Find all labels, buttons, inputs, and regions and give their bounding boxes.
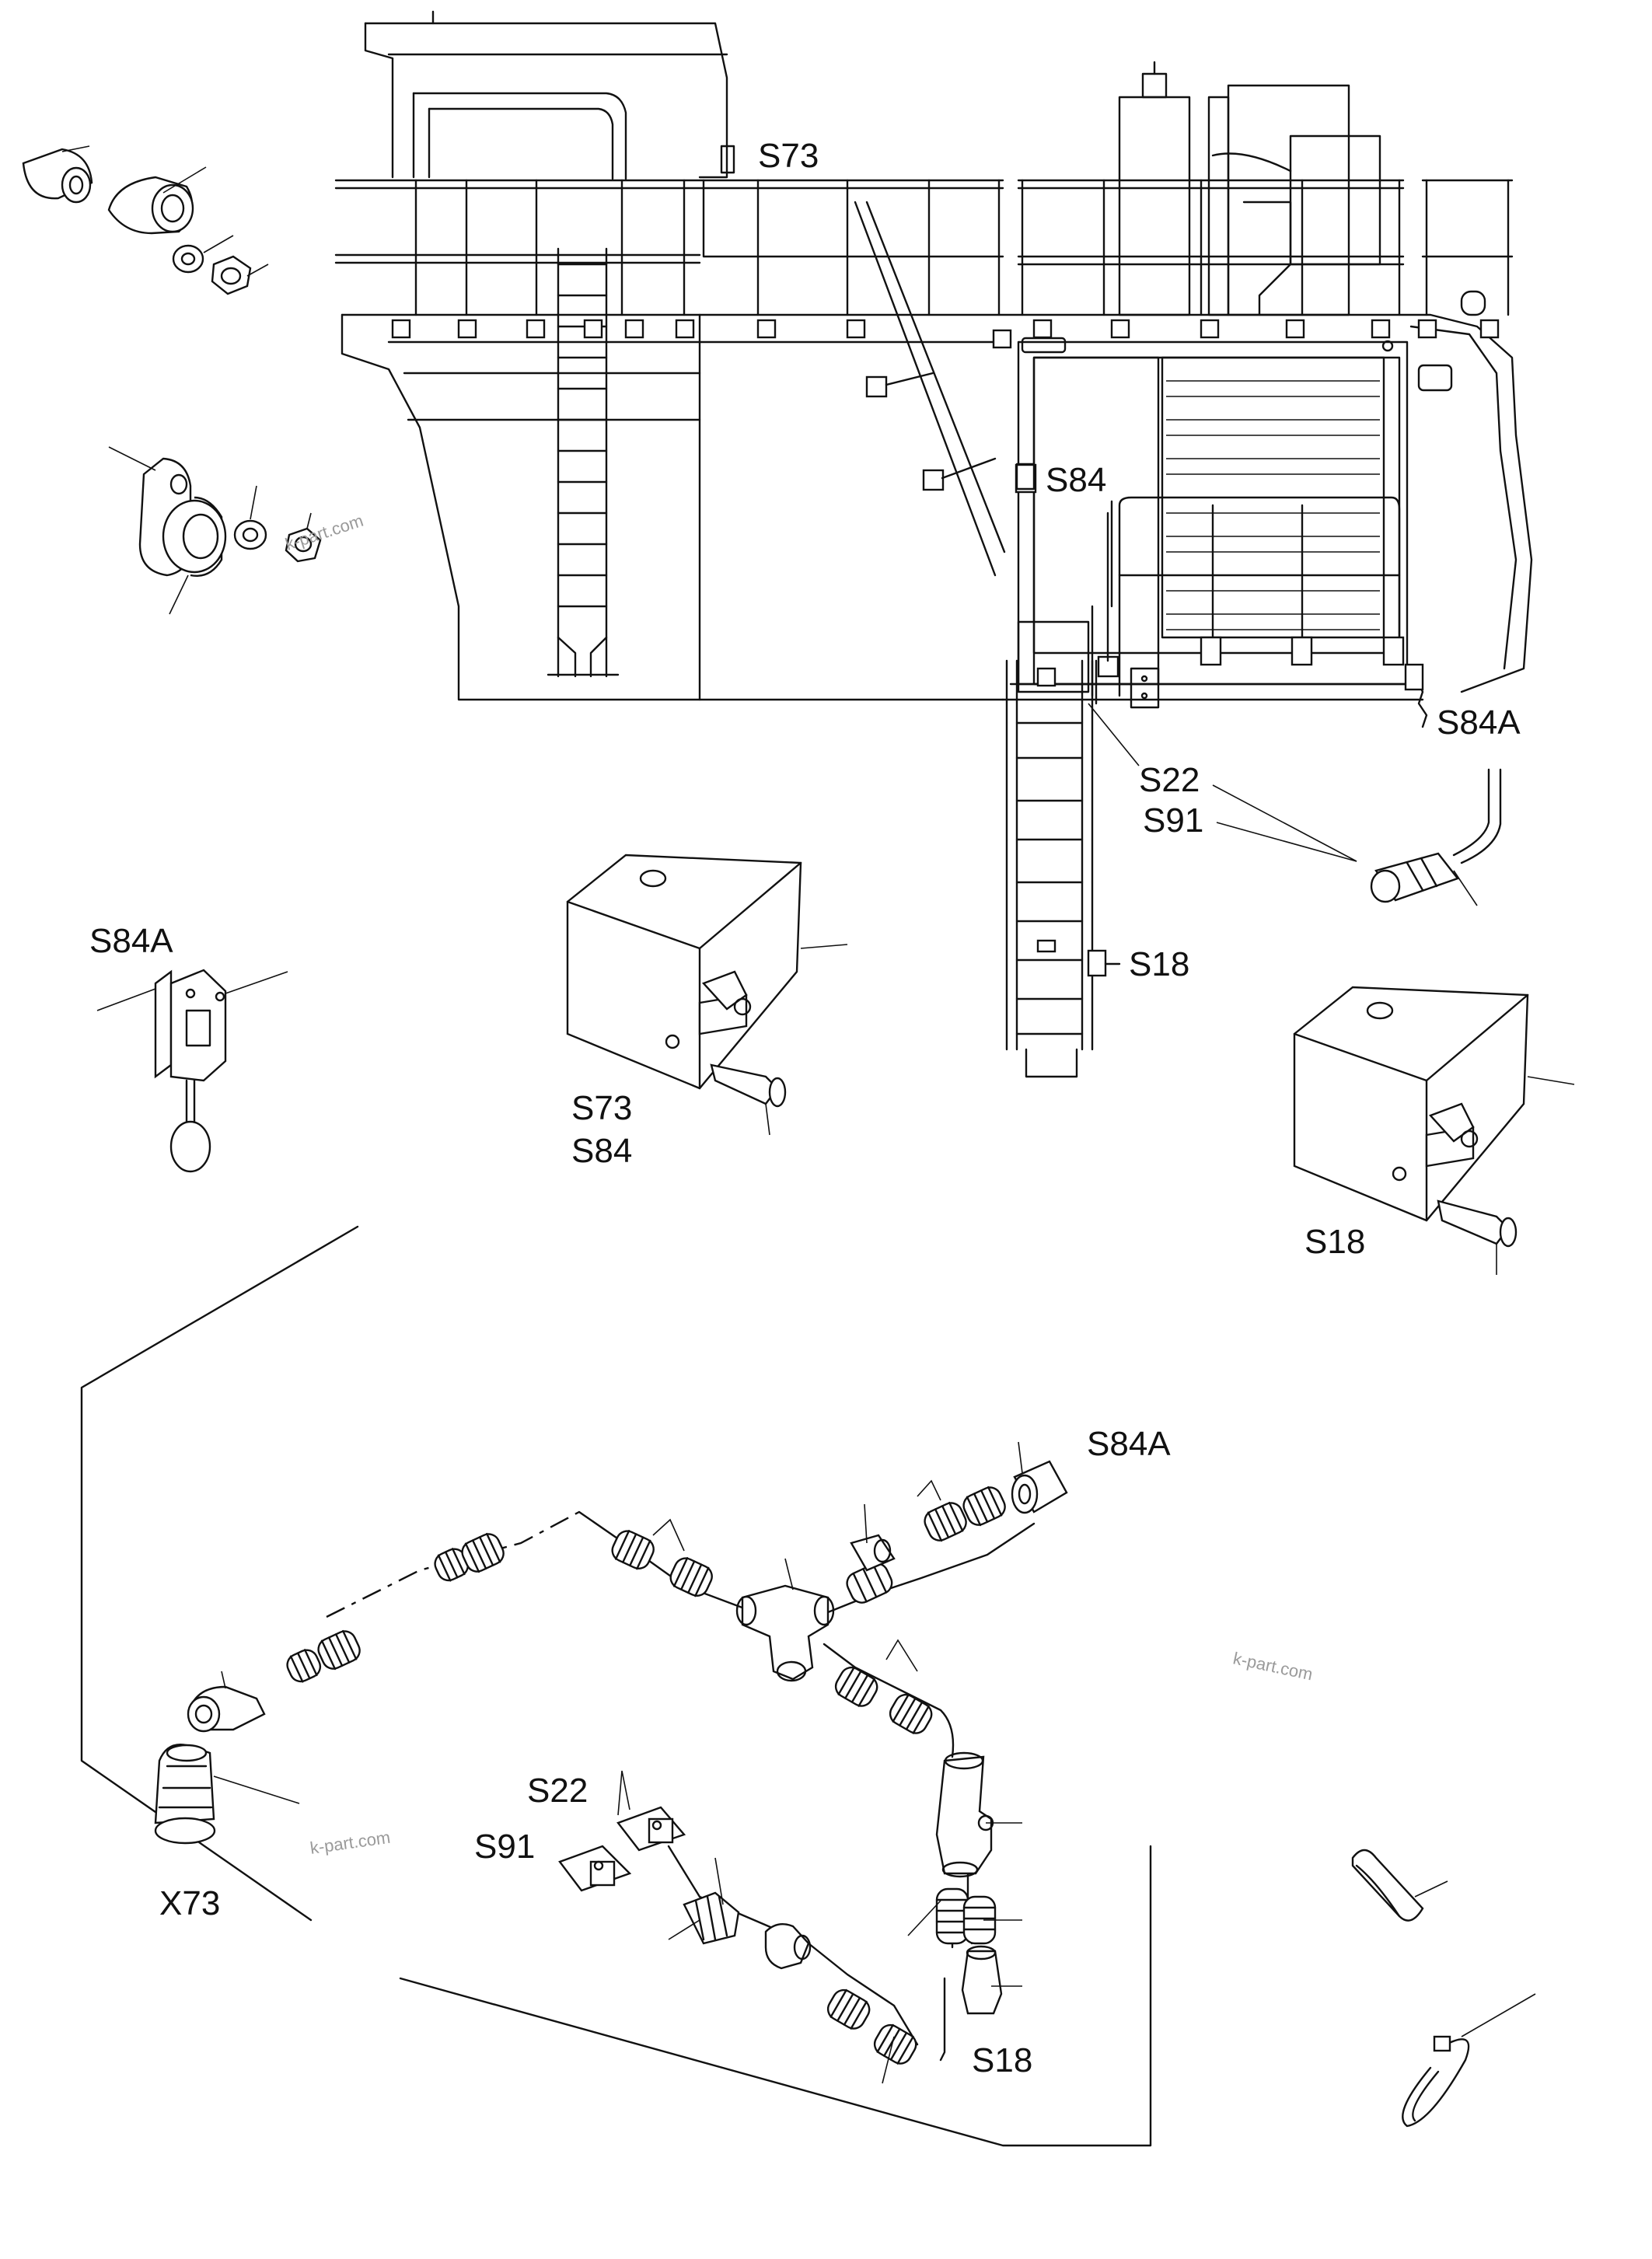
watermark-3: k-part.com <box>309 1828 391 1858</box>
tape-and-cable-tie <box>1351 1849 1536 2128</box>
label-s84-top: S84 <box>1046 461 1106 499</box>
handrail-right <box>1017 179 1514 316</box>
s84-marker <box>1015 463 1036 491</box>
label-s22-harness: S22 <box>527 1772 588 1810</box>
label-s22-top: S22 <box>1139 761 1200 799</box>
handrail-left <box>334 179 1004 316</box>
harness-leaders <box>213 1441 1023 2084</box>
s73-marker <box>720 145 735 174</box>
deck-brackets <box>391 290 1500 349</box>
label-s18-mid: S18 <box>1129 945 1189 983</box>
label-s18-cover: S18 <box>1304 1223 1365 1261</box>
label-s84-cover: S84 <box>571 1132 632 1170</box>
watermark-1: k-part.com <box>283 511 366 554</box>
label-s84a-harness: S84A <box>1087 1425 1171 1463</box>
watermark-2: k-part.com <box>1231 1648 1315 1684</box>
label-s73-cover: S73 <box>571 1089 632 1127</box>
harness-fittings <box>154 1460 1068 2015</box>
label-s84a-top: S84A <box>1437 704 1521 742</box>
hardware-clamp-mid <box>108 446 322 615</box>
switch-cover-s18 <box>1293 986 1575 1275</box>
ladder-top <box>547 247 620 678</box>
label-s91-harness: S91 <box>474 1828 535 1866</box>
label-x73: X73 <box>159 1884 220 1922</box>
label-s73-top: S73 <box>758 137 819 175</box>
radiator-grille <box>1017 337 1453 686</box>
switch-cover-s73-s84 <box>566 854 848 1136</box>
label-s84a-left: S84A <box>89 922 173 960</box>
label-s91-top: S91 <box>1143 801 1203 840</box>
machine-structure <box>334 10 1533 1078</box>
ladder-lower <box>1005 659 1094 1078</box>
callout-labels: S73 S84 S84A S22 S91 S18 S84A S73 S84 S1… <box>89 137 1521 2079</box>
harness-conduits <box>286 1486 1006 2065</box>
harness-cable-route <box>326 1510 1036 2062</box>
label-s18-harness: S18 <box>972 2041 1032 2079</box>
hardware-clamp-top <box>22 145 269 295</box>
proximity-sensor <box>1370 768 1502 906</box>
s18-marker <box>1087 949 1107 977</box>
platform-rail <box>1001 496 1424 701</box>
s84a-switch-box-detail <box>96 969 288 1173</box>
